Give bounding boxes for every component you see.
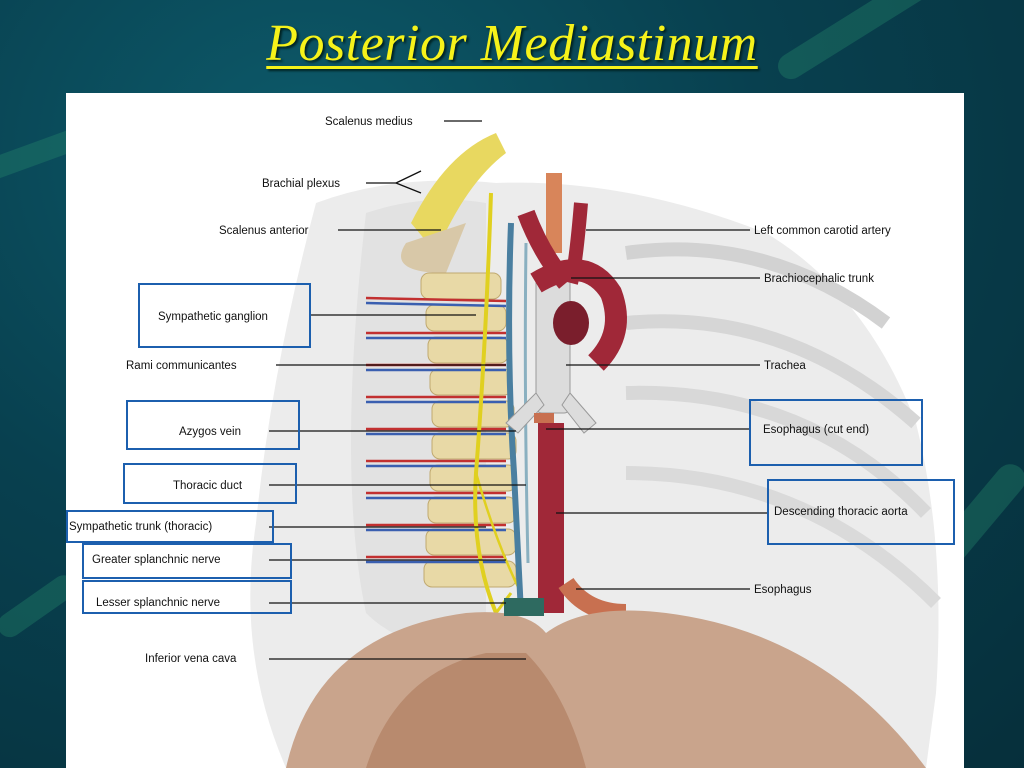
label-sympathetic-trunk: Sympathetic trunk (thoracic) — [69, 521, 213, 533]
highlight-box-descending-thoracic-aorta — [767, 479, 955, 545]
label-scalenus-anterior: Scalenus anterior — [219, 225, 309, 237]
label-greater-splanchnic-nerve: Greater splanchnic nerve — [92, 554, 221, 566]
highlight-box-esophagus-cut-end — [749, 399, 923, 466]
highlight-box-sympathetic-ganglion — [138, 283, 311, 348]
label-azygos-vein: Azygos vein — [179, 426, 242, 438]
label-trachea: Trachea — [764, 360, 806, 372]
label-scalenus-medius: Scalenus medius — [325, 116, 413, 128]
highlight-box-thoracic-duct — [123, 463, 297, 504]
highlight-box-lesser-splanchnic-nerve — [82, 580, 292, 614]
label-inferior-vena-cava: Inferior vena cava — [145, 653, 237, 665]
anatomy-illustration — [250, 120, 941, 768]
highlight-box-azygos-vein — [126, 400, 300, 450]
highlight-box-greater-splanchnic-nerve — [82, 543, 292, 579]
label-sympathetic-ganglion: Sympathetic ganglion — [158, 311, 268, 323]
label-esophagus: Esophagus — [754, 584, 812, 596]
anatomy-figure: Scalenus medius Brachial plexus Scalenus… — [66, 93, 964, 768]
slide-title: Posterior Mediastinum — [266, 15, 758, 72]
label-left-common-carotid-artery: Left common carotid artery — [754, 225, 891, 237]
label-brachial-plexus: Brachial plexus — [262, 178, 340, 190]
label-esophagus-cut-end: Esophagus (cut end) — [763, 424, 870, 436]
label-brachiocephalic-trunk: Brachiocephalic trunk — [764, 273, 874, 285]
label-rami-communicantes: Rami communicantes — [126, 360, 237, 372]
highlight-box-sympathetic-trunk — [66, 510, 274, 543]
label-descending-thoracic-aorta: Descending thoracic aorta — [774, 506, 908, 518]
label-lesser-splanchnic-nerve: Lesser splanchnic nerve — [96, 597, 221, 609]
label-thoracic-duct: Thoracic duct — [173, 480, 243, 492]
